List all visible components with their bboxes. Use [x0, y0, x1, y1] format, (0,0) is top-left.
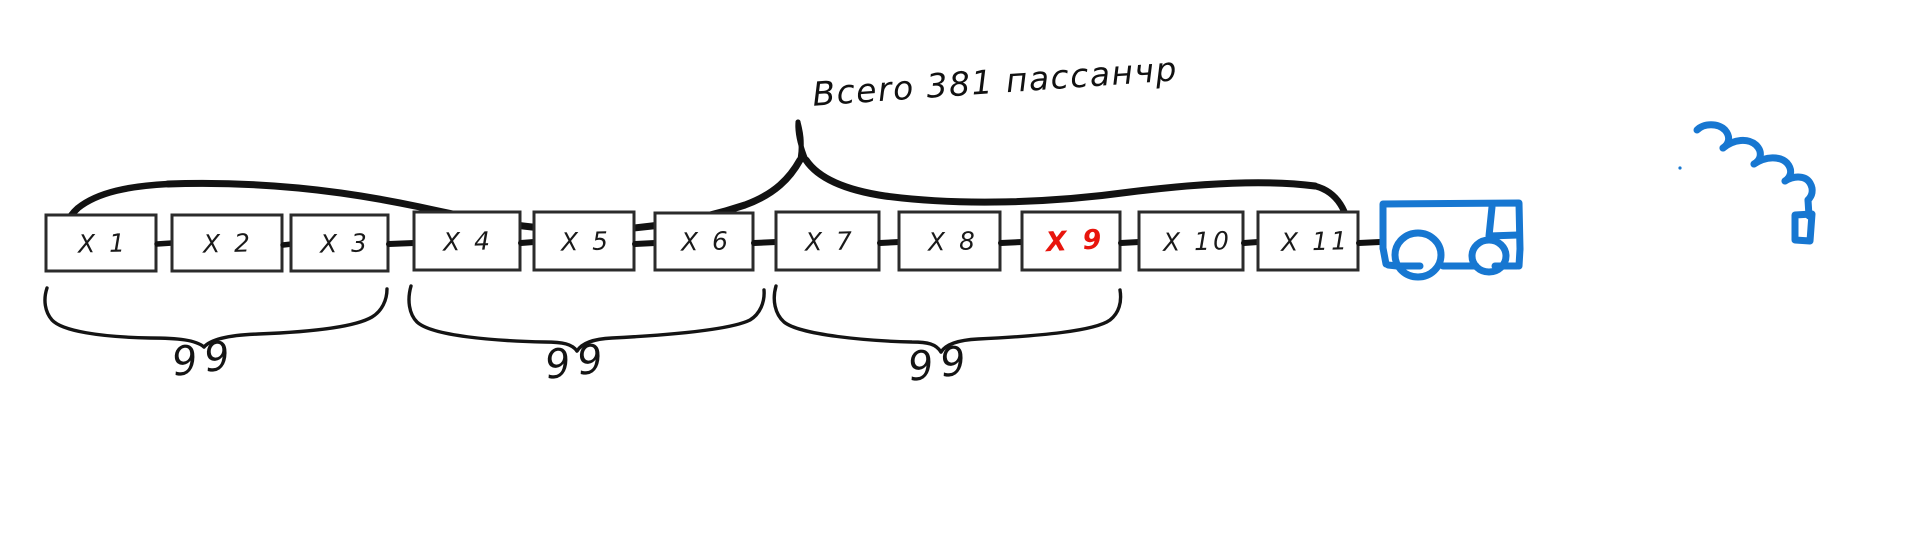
group-brace-3: [772, 284, 1123, 354]
bus-drawing: [1379, 121, 1816, 281]
box-chain: [44, 210, 1383, 273]
group-brace-1: [43, 286, 389, 349]
group-brace-2: [407, 284, 766, 353]
